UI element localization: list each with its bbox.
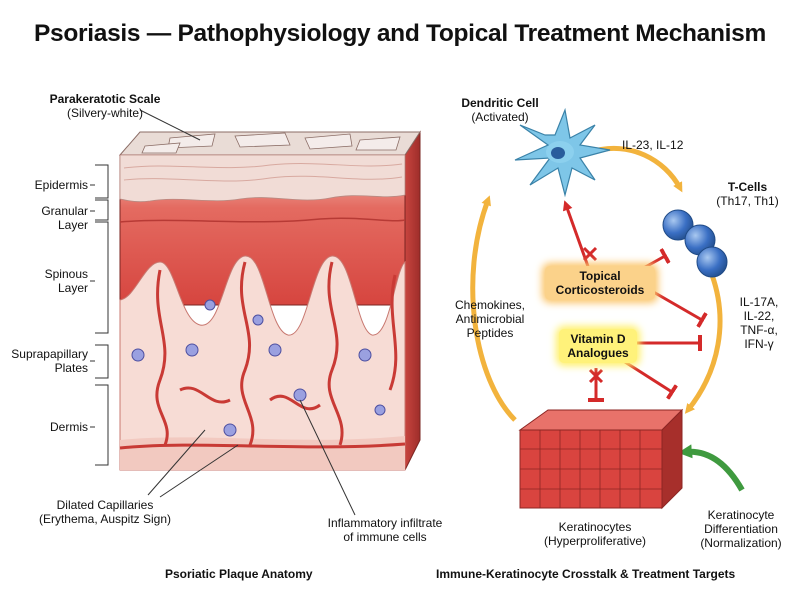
cytokine-ifng: IFN-γ	[744, 337, 774, 351]
skin-block-side	[404, 130, 421, 471]
tcells-sublabel: (Th17, Th1)	[716, 194, 779, 208]
steroid-to-dc-inhibition	[562, 200, 592, 273]
keratinocytes-sublabel: (Hyperproliferative)	[543, 534, 647, 548]
dendritic-label-block: Dendritic Cell (Activated)	[445, 96, 555, 124]
chemokines-line1: Chemokines,	[454, 298, 526, 312]
corticosteroids-line2: Corticosteroids	[555, 283, 645, 297]
layer-brackets	[95, 164, 109, 466]
tcell-to-keratinocyte-arrow	[684, 274, 723, 414]
infiltrate-label-block: Inflammatory infiltrate of immune cells	[300, 516, 470, 544]
suprapapillary-label-line1: Suprapapillary	[11, 347, 88, 361]
suprapapillary-label: Suprapapillary Plates	[0, 347, 88, 375]
vitamin-d-line2: Analogues	[567, 346, 629, 360]
scale-label: Parakeratotic Scale	[49, 92, 161, 106]
scale-callout-line	[139, 109, 201, 141]
differentiation-line3: (Normalization)	[700, 536, 782, 550]
corticosteroids-line1: Topical	[579, 269, 621, 283]
cytokine-il17a: IL-17A,	[739, 295, 779, 309]
infiltrate-callout-line	[299, 399, 356, 516]
vitamin-d-line1: Vitamin D	[570, 332, 626, 346]
scale-label-block: Parakeratotic Scale (Silvery-white)	[30, 92, 180, 120]
chemokines-line3: Peptides	[466, 326, 514, 340]
il23-label: IL-23, IL-12	[622, 138, 684, 152]
inhibition-arrows	[562, 200, 708, 402]
scale-flakes	[141, 132, 401, 154]
suprapapillary-label-line2: Plates	[54, 361, 88, 375]
keratinocytes-label: Keratinocytes	[558, 520, 632, 534]
page-title: Psoriasis — Pathophysiology and Topical …	[33, 20, 766, 47]
granular-label-line2: Layer	[57, 218, 88, 232]
capillaries-label-block: Dilated Capillaries (Erythema, Auspitz S…	[10, 498, 200, 526]
cytokine-tnfa: TNF-α,	[740, 323, 778, 337]
capillaries-callout-line-2	[159, 444, 239, 498]
vitamin-d-box: Vitamin D Analogues	[559, 329, 637, 363]
dendritic-sublabel: (Activated)	[471, 110, 529, 124]
corticosteroids-box: Topical Corticosteroids	[545, 266, 655, 300]
epidermis-label: Epidermis	[34, 178, 88, 192]
capillaries	[155, 261, 398, 446]
left-panel-caption: Psoriatic Plaque Anatomy	[165, 567, 313, 581]
granular-label-line1: Granular	[41, 204, 88, 218]
block-marks	[582, 246, 604, 384]
tcells-label: T-Cells	[727, 180, 768, 194]
steroid-to-cytokine-inhibition	[649, 288, 708, 328]
spinous-label-line1: Spinous	[44, 267, 88, 281]
infiltrate-sublabel: of immune cells	[343, 530, 427, 544]
cytokine-il22: IL-22,	[743, 309, 775, 323]
spinous-layer-label: Spinous Layer	[10, 267, 88, 295]
dermis-front	[119, 255, 406, 471]
t-cells-icon	[662, 209, 728, 278]
chemokines-label-block: Chemokines, Antimicrobial Peptides	[440, 298, 540, 340]
dc-to-tcell-arrow	[589, 145, 683, 193]
keratinocyte-to-dc-arrow	[470, 195, 517, 422]
scale-layer	[119, 154, 406, 203]
capillaries-sublabel: (Erythema, Auspitz Sign)	[38, 512, 172, 526]
cytokines-label-block: IL-17A, IL-22, TNF-α, IFN-γ	[728, 295, 790, 351]
differentiation-line2: Differentiation	[704, 522, 778, 536]
differentiation-line1: Keratinocyte	[707, 508, 775, 522]
capillaries-label: Dilated Capillaries	[56, 498, 154, 512]
keratinocyte-block-icon	[518, 408, 684, 510]
chemokines-line2: Antimicrobial	[455, 312, 525, 326]
tcells-label-block: T-Cells (Th17, Th1)	[700, 180, 795, 208]
differentiation-label-block: Keratinocyte Differentiation (Normalizat…	[686, 508, 796, 550]
keratinocytes-label-block: Keratinocytes (Hyperproliferative)	[520, 520, 670, 548]
right-panel-caption: Immune-Keratinocyte Crosstalk & Treatmen…	[436, 567, 736, 581]
dermis-label: Dermis	[50, 420, 88, 434]
infiltrate-label: Inflammatory infiltrate	[327, 516, 443, 530]
dendritic-label: Dendritic Cell	[461, 96, 539, 110]
dendritic-cell-icon	[514, 107, 611, 198]
skin-block	[118, 130, 421, 471]
vitd-to-keratinocyte-inhibition	[624, 360, 678, 400]
granular-layer-label: Granular Layer	[10, 204, 88, 232]
capillaries-callout-line	[147, 429, 206, 496]
scale-sublabel: (Silvery-white)	[66, 106, 143, 120]
immune-cells	[131, 299, 386, 437]
spinous-label-line2: Layer	[57, 281, 88, 295]
differentiation-arrow	[678, 444, 745, 492]
